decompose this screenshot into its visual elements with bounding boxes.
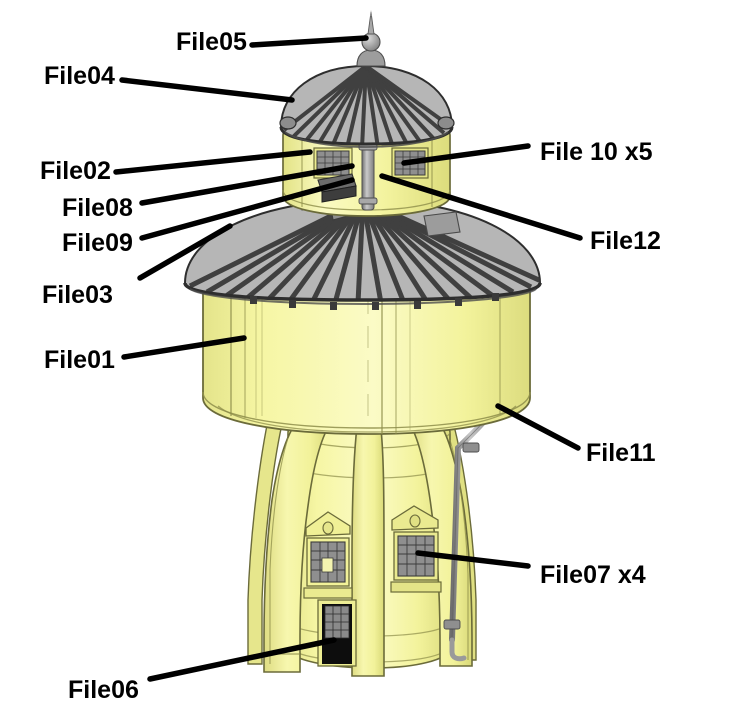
callout-label-file11: File11 xyxy=(586,439,656,467)
leg-back-left xyxy=(247,419,283,665)
leader-line-file04 xyxy=(119,77,295,103)
finial-spike-tip xyxy=(370,10,372,16)
downpipe-bracket-top xyxy=(462,442,480,453)
cupola-roof-eave-knob-left xyxy=(279,116,297,130)
tank-panel-inset-left xyxy=(255,284,263,418)
leader-line-file01 xyxy=(121,335,247,360)
cupola-roof-eave-trim xyxy=(284,131,449,148)
callout-label-file07: File07 x4 xyxy=(540,561,646,589)
leader-line-file09 xyxy=(139,177,355,241)
door-glass-mullions xyxy=(325,606,349,638)
window-center-light-left xyxy=(321,557,334,573)
leader-line-file11 xyxy=(495,403,581,451)
leader-lines-group xyxy=(113,35,583,682)
callout-label-file05: File05 xyxy=(176,28,247,56)
base-window-left-group xyxy=(303,511,353,599)
leg-front-left xyxy=(263,417,332,673)
tower-base-group xyxy=(247,401,500,677)
callout-label-file10: File 10 x5 xyxy=(540,138,653,166)
leg-front-center xyxy=(351,417,385,677)
cupola-roof-ribs xyxy=(282,66,452,144)
callout-label-file12: File12 xyxy=(590,227,661,255)
cupola-platform-face xyxy=(321,185,357,203)
leg-front-left-edge xyxy=(269,437,289,664)
main-roof-eave-trim xyxy=(189,288,537,306)
pediment-oval-left xyxy=(322,521,334,535)
leader-line-file05 xyxy=(249,35,369,48)
leader-line-file03 xyxy=(137,223,233,281)
callout-label-file02: File02 xyxy=(40,157,111,185)
cupola-window-left-group xyxy=(313,147,353,179)
finial-base-cone xyxy=(356,49,386,67)
finial-spike xyxy=(367,11,375,35)
roof-panel-right xyxy=(423,211,461,237)
corner-post-collar-bottom xyxy=(358,197,378,205)
pediment-oval-right xyxy=(409,514,421,528)
window-sill-right xyxy=(390,581,442,593)
callout-label-file01: File01 xyxy=(44,346,115,374)
main-roof-eave-tabs xyxy=(250,293,499,310)
leader-line-file02 xyxy=(113,149,313,175)
cupola-window-left-mullions xyxy=(317,151,349,175)
leader-line-file12 xyxy=(379,173,583,241)
callout-label-file04: File04 xyxy=(44,62,115,90)
leader-line-file07 xyxy=(415,550,531,569)
callout-label-file06: File06 xyxy=(68,676,139,704)
corner-post-group xyxy=(358,141,378,211)
main-roof-eave xyxy=(183,282,542,302)
tank-bottom-skirt xyxy=(217,405,517,433)
downpipe-elbow xyxy=(449,637,467,662)
base-window-right-group xyxy=(390,505,442,593)
callout-label-file08: File08 xyxy=(62,194,133,222)
leg-front-right-edge xyxy=(449,439,469,660)
window-sill-left xyxy=(303,587,353,599)
callout-label-file09: File09 xyxy=(62,229,133,257)
leader-line-file10 xyxy=(401,143,531,166)
cupola-roof-group xyxy=(279,64,455,148)
leader-line-file08 xyxy=(139,163,355,206)
callout-label-file03: File03 xyxy=(42,281,113,309)
entry-door-group xyxy=(317,599,357,667)
cupola-roof-eave-knob-right xyxy=(437,116,455,130)
leader-line-file06 xyxy=(147,637,337,682)
downpipe-bracket-bottom xyxy=(443,619,461,630)
